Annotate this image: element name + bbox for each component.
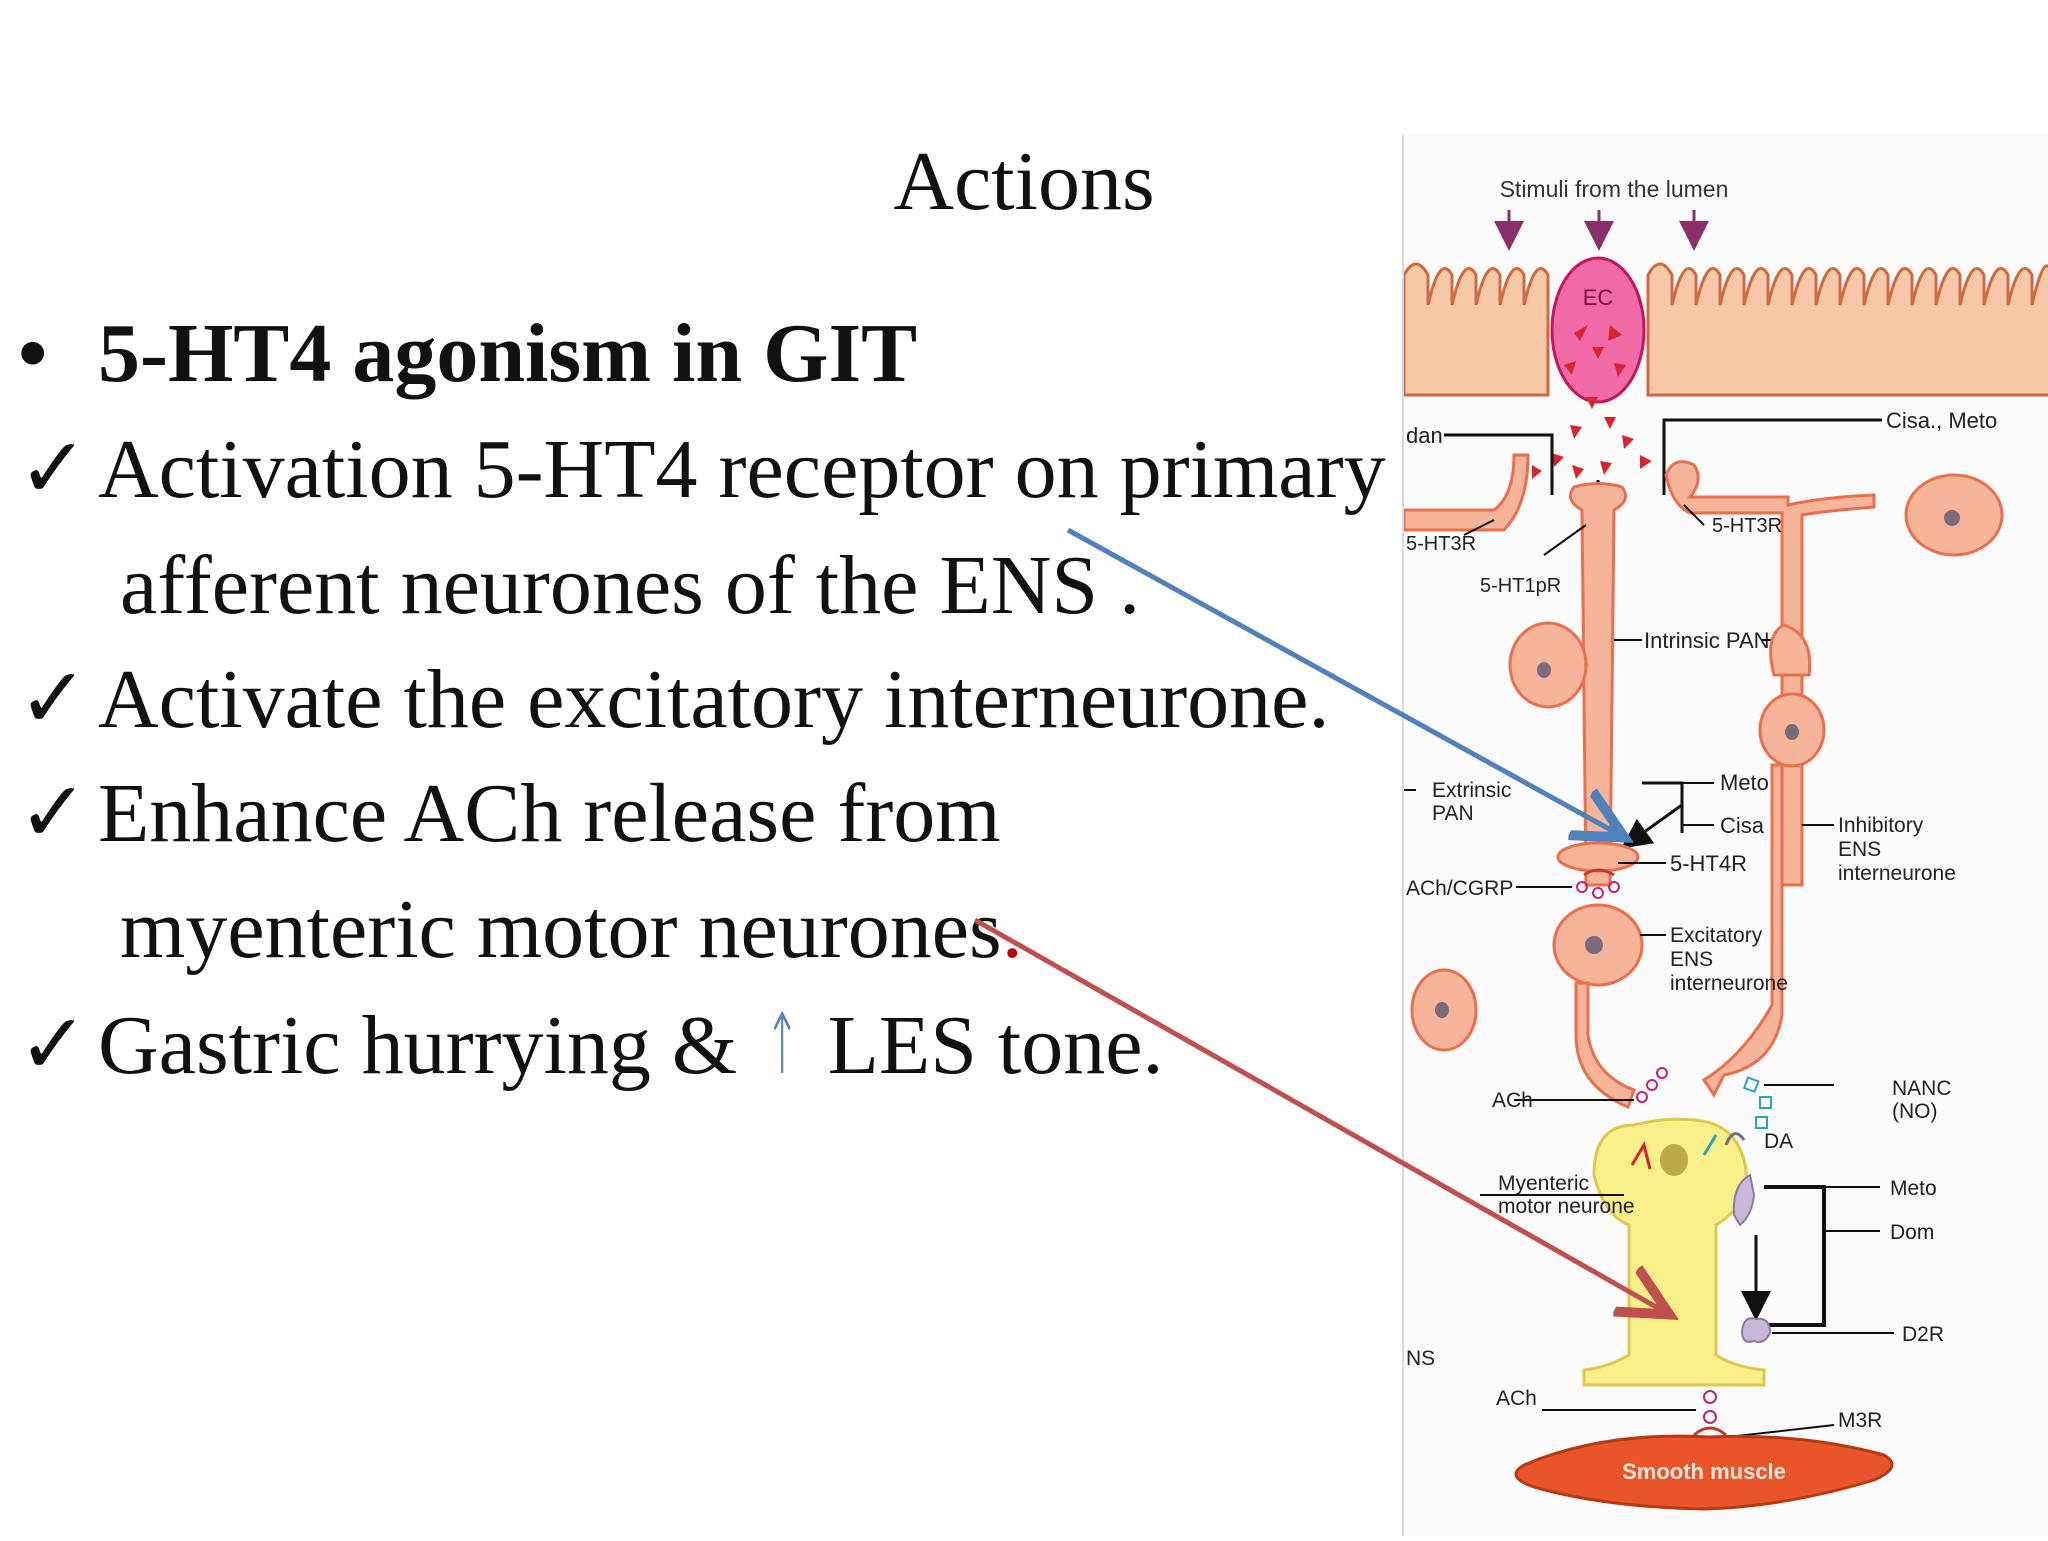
nucleus <box>1785 724 1799 740</box>
ec-label: EC <box>1583 285 1614 310</box>
line-text: afferent neurones of the ENS . <box>120 539 1141 632</box>
synapse-terminal <box>1556 841 1640 873</box>
up-arrow-icon: ↑ <box>764 995 800 1093</box>
line-text: Gastric hurrying & <box>98 999 738 1092</box>
m3-receptor <box>1693 1426 1727 1437</box>
cisa-meto-bracket <box>1662 418 1882 495</box>
myenteric-label-1: Myenteric <box>1498 1172 1589 1195</box>
ht1pr-label: 5-HT1pR <box>1480 575 1561 597</box>
cisa-meto-label: Cisa., Meto <box>1886 408 1997 433</box>
nanc-label-2: (NO) <box>1892 1100 1938 1123</box>
vesicle <box>1656 1067 1668 1079</box>
meto-top-label: Meto <box>1720 770 1769 795</box>
dan-bracket <box>1444 433 1554 495</box>
nucleus <box>1435 1002 1449 1018</box>
vesicle <box>1646 1079 1658 1091</box>
ht4-receptor <box>1583 868 1615 877</box>
vesicle <box>1592 887 1604 899</box>
red-period: . <box>1001 883 1023 976</box>
leader-line <box>1543 524 1587 556</box>
vesicle <box>1703 1410 1717 1424</box>
line-text: Activate the excitatory interneurone. <box>98 653 1330 746</box>
stimuli-label: Stimuli from the lumen <box>1500 176 1729 202</box>
checkmark-icon: ✓ <box>18 423 89 516</box>
intrinsic-pan-label: Intrinsic PAN <box>1644 628 1770 653</box>
ec-cell <box>1550 256 1646 404</box>
no-vesicle <box>1759 1096 1772 1109</box>
continuation-line: myenteric motor neurones. <box>120 888 1023 972</box>
inhibitory-dendrite <box>1769 623 1812 677</box>
slide-title: Actions <box>893 135 1155 228</box>
line-text: LES tone. <box>827 999 1164 1092</box>
line-text: Activation 5-HT4 receptor on primary <box>98 423 1386 516</box>
ns-label: NS <box>1406 1347 1435 1370</box>
check-item-gastric: ✓Gastric hurrying &↑LES tone. <box>18 1002 1164 1088</box>
line-text: myenteric motor neurones <box>120 883 1002 976</box>
nanc-label-1: NANC <box>1892 1077 1952 1100</box>
d2r-label: D2R <box>1902 1323 1944 1346</box>
no-vesicle <box>1742 1076 1760 1093</box>
ht3r-right-label: 5-HT3R <box>1712 515 1782 537</box>
checkmark-icon: ✓ <box>18 653 89 746</box>
extrinsic-pan-label-2: PAN <box>1432 802 1474 825</box>
ach-mid-label: ACh <box>1492 1089 1533 1112</box>
right-pan-neuron <box>1664 460 1876 887</box>
receptor-mark <box>1724 1132 1746 1146</box>
ht4r-label: 5-HT4R <box>1670 851 1747 876</box>
inhibitory-label-1: Inhibitory <box>1838 814 1924 837</box>
vesicle <box>1703 1390 1717 1404</box>
line-text: Enhance ACh release from <box>98 767 1001 860</box>
cisa-top-label: Cisa <box>1720 813 1765 838</box>
drug-arrow <box>1621 803 1683 849</box>
inhibitory-label-2: ENS <box>1838 838 1881 861</box>
da-label: DA <box>1764 1130 1793 1153</box>
continuation-line: afferent neurones of the ENS . <box>120 544 1140 628</box>
d2-receptor <box>1740 1317 1772 1343</box>
meto-dom-bracket <box>1744 1185 1826 1327</box>
heading-text: 5-HT4 agonism in GIT <box>98 307 918 400</box>
ht3r-left-label: 5-HT3R <box>1406 533 1476 555</box>
bullet-heading: •5-HT4 agonism in GIT <box>18 312 917 396</box>
vesicle <box>1576 881 1588 893</box>
epithelium <box>1402 262 2048 397</box>
checkmark-icon: ✓ <box>18 999 89 1092</box>
ach-cgrp-label: ACh/CGRP <box>1406 877 1513 900</box>
ens-diagram: Stimuli from the lumen EC dan Cis <box>1402 135 2048 1536</box>
dopamine-terminal <box>1732 1173 1756 1227</box>
inhibitory-label-3: interneurone <box>1838 862 1956 885</box>
leader-line <box>1683 504 1705 526</box>
excitatory-label-2: ENS <box>1670 948 1713 971</box>
myenteric-label-2: motor neurone <box>1498 1195 1635 1218</box>
ach-bottom-label: ACh <box>1496 1387 1537 1410</box>
excitatory-axon <box>1574 981 1636 1110</box>
nucleus <box>1585 936 1603 954</box>
extrinsic-pan-label-1: Extrinsic <box>1432 779 1511 802</box>
m3r-label: M3R <box>1838 1409 1882 1432</box>
left-afferent-neuron <box>1402 453 1530 532</box>
vesicle <box>1608 881 1620 893</box>
smooth-muscle-label: Smooth muscle <box>1622 1459 1786 1484</box>
check-item-activate: ✓Activate the excitatory interneurone. <box>18 658 1329 742</box>
smooth-muscle <box>1514 1434 1894 1511</box>
dan-label: dan <box>1406 423 1443 448</box>
no-vesicle <box>1755 1116 1768 1129</box>
nucleus <box>1944 510 1960 526</box>
receptor-mark <box>1702 1134 1718 1156</box>
dom-label: Dom <box>1890 1221 1934 1244</box>
meto-bottom-label: Meto <box>1890 1177 1937 1200</box>
excitatory-label-1: Excitatory <box>1670 924 1763 947</box>
vesicle <box>1636 1091 1648 1103</box>
bullet-dot-icon: • <box>18 307 48 400</box>
excitatory-label-3: interneurone <box>1670 972 1788 995</box>
serotonin-triangles <box>1532 325 1652 479</box>
check-item-activation: ✓Activation 5-HT4 receptor on primary <box>18 428 1386 512</box>
nucleus <box>1537 662 1551 678</box>
inhibitory-axon <box>1701 763 1784 1098</box>
nucleus <box>1660 1144 1688 1176</box>
ens-diagram-svg: Stimuli from the lumen EC dan Cis <box>1402 176 2048 1511</box>
check-item-enhance: ✓Enhance ACh release from <box>18 772 1001 856</box>
checkmark-icon: ✓ <box>18 767 89 860</box>
